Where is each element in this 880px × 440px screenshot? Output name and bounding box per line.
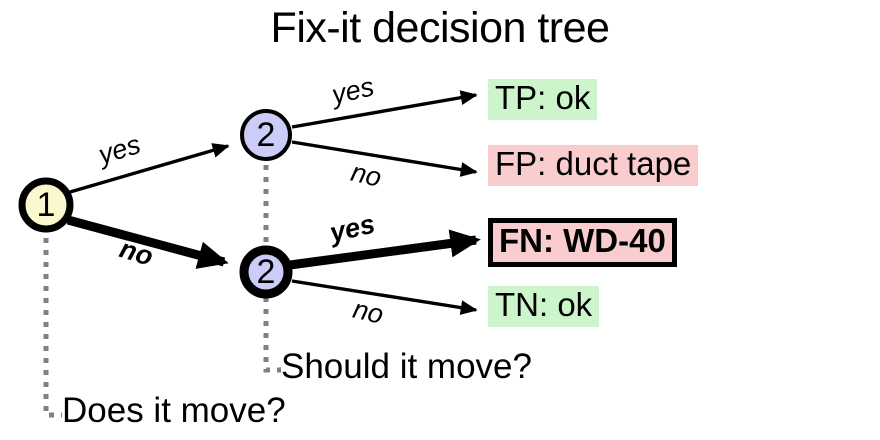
annotation-connector-decision bbox=[263, 165, 281, 373]
leaf-true-positive[interactable]: TP: ok bbox=[488, 79, 598, 120]
edge-decision-lower-no bbox=[291, 279, 478, 316]
edge-decision-upper-no bbox=[291, 140, 478, 177]
edge-decision-upper-yes bbox=[291, 90, 478, 129]
leaf-true-negative[interactable]: TN: ok bbox=[488, 286, 600, 327]
node-root-1[interactable] bbox=[18, 177, 74, 233]
node-decision-upper-2[interactable] bbox=[240, 109, 292, 161]
edge-root-yes bbox=[69, 143, 230, 194]
leaf-false-positive[interactable]: FP: duct tape bbox=[488, 145, 699, 186]
annotation-connector-root bbox=[43, 238, 62, 418]
annotation-should-it-move: Should it move? bbox=[281, 347, 532, 386]
node-decision-lower-2[interactable] bbox=[239, 245, 293, 299]
edge-decision-lower-yes bbox=[289, 229, 481, 270]
page-title: Fix-it decision tree bbox=[270, 4, 610, 52]
annotation-does-it-move: Does it move? bbox=[62, 391, 286, 430]
edge-root-no bbox=[66, 215, 229, 269]
leaf-false-negative[interactable]: FN: WD-40 bbox=[488, 218, 677, 267]
